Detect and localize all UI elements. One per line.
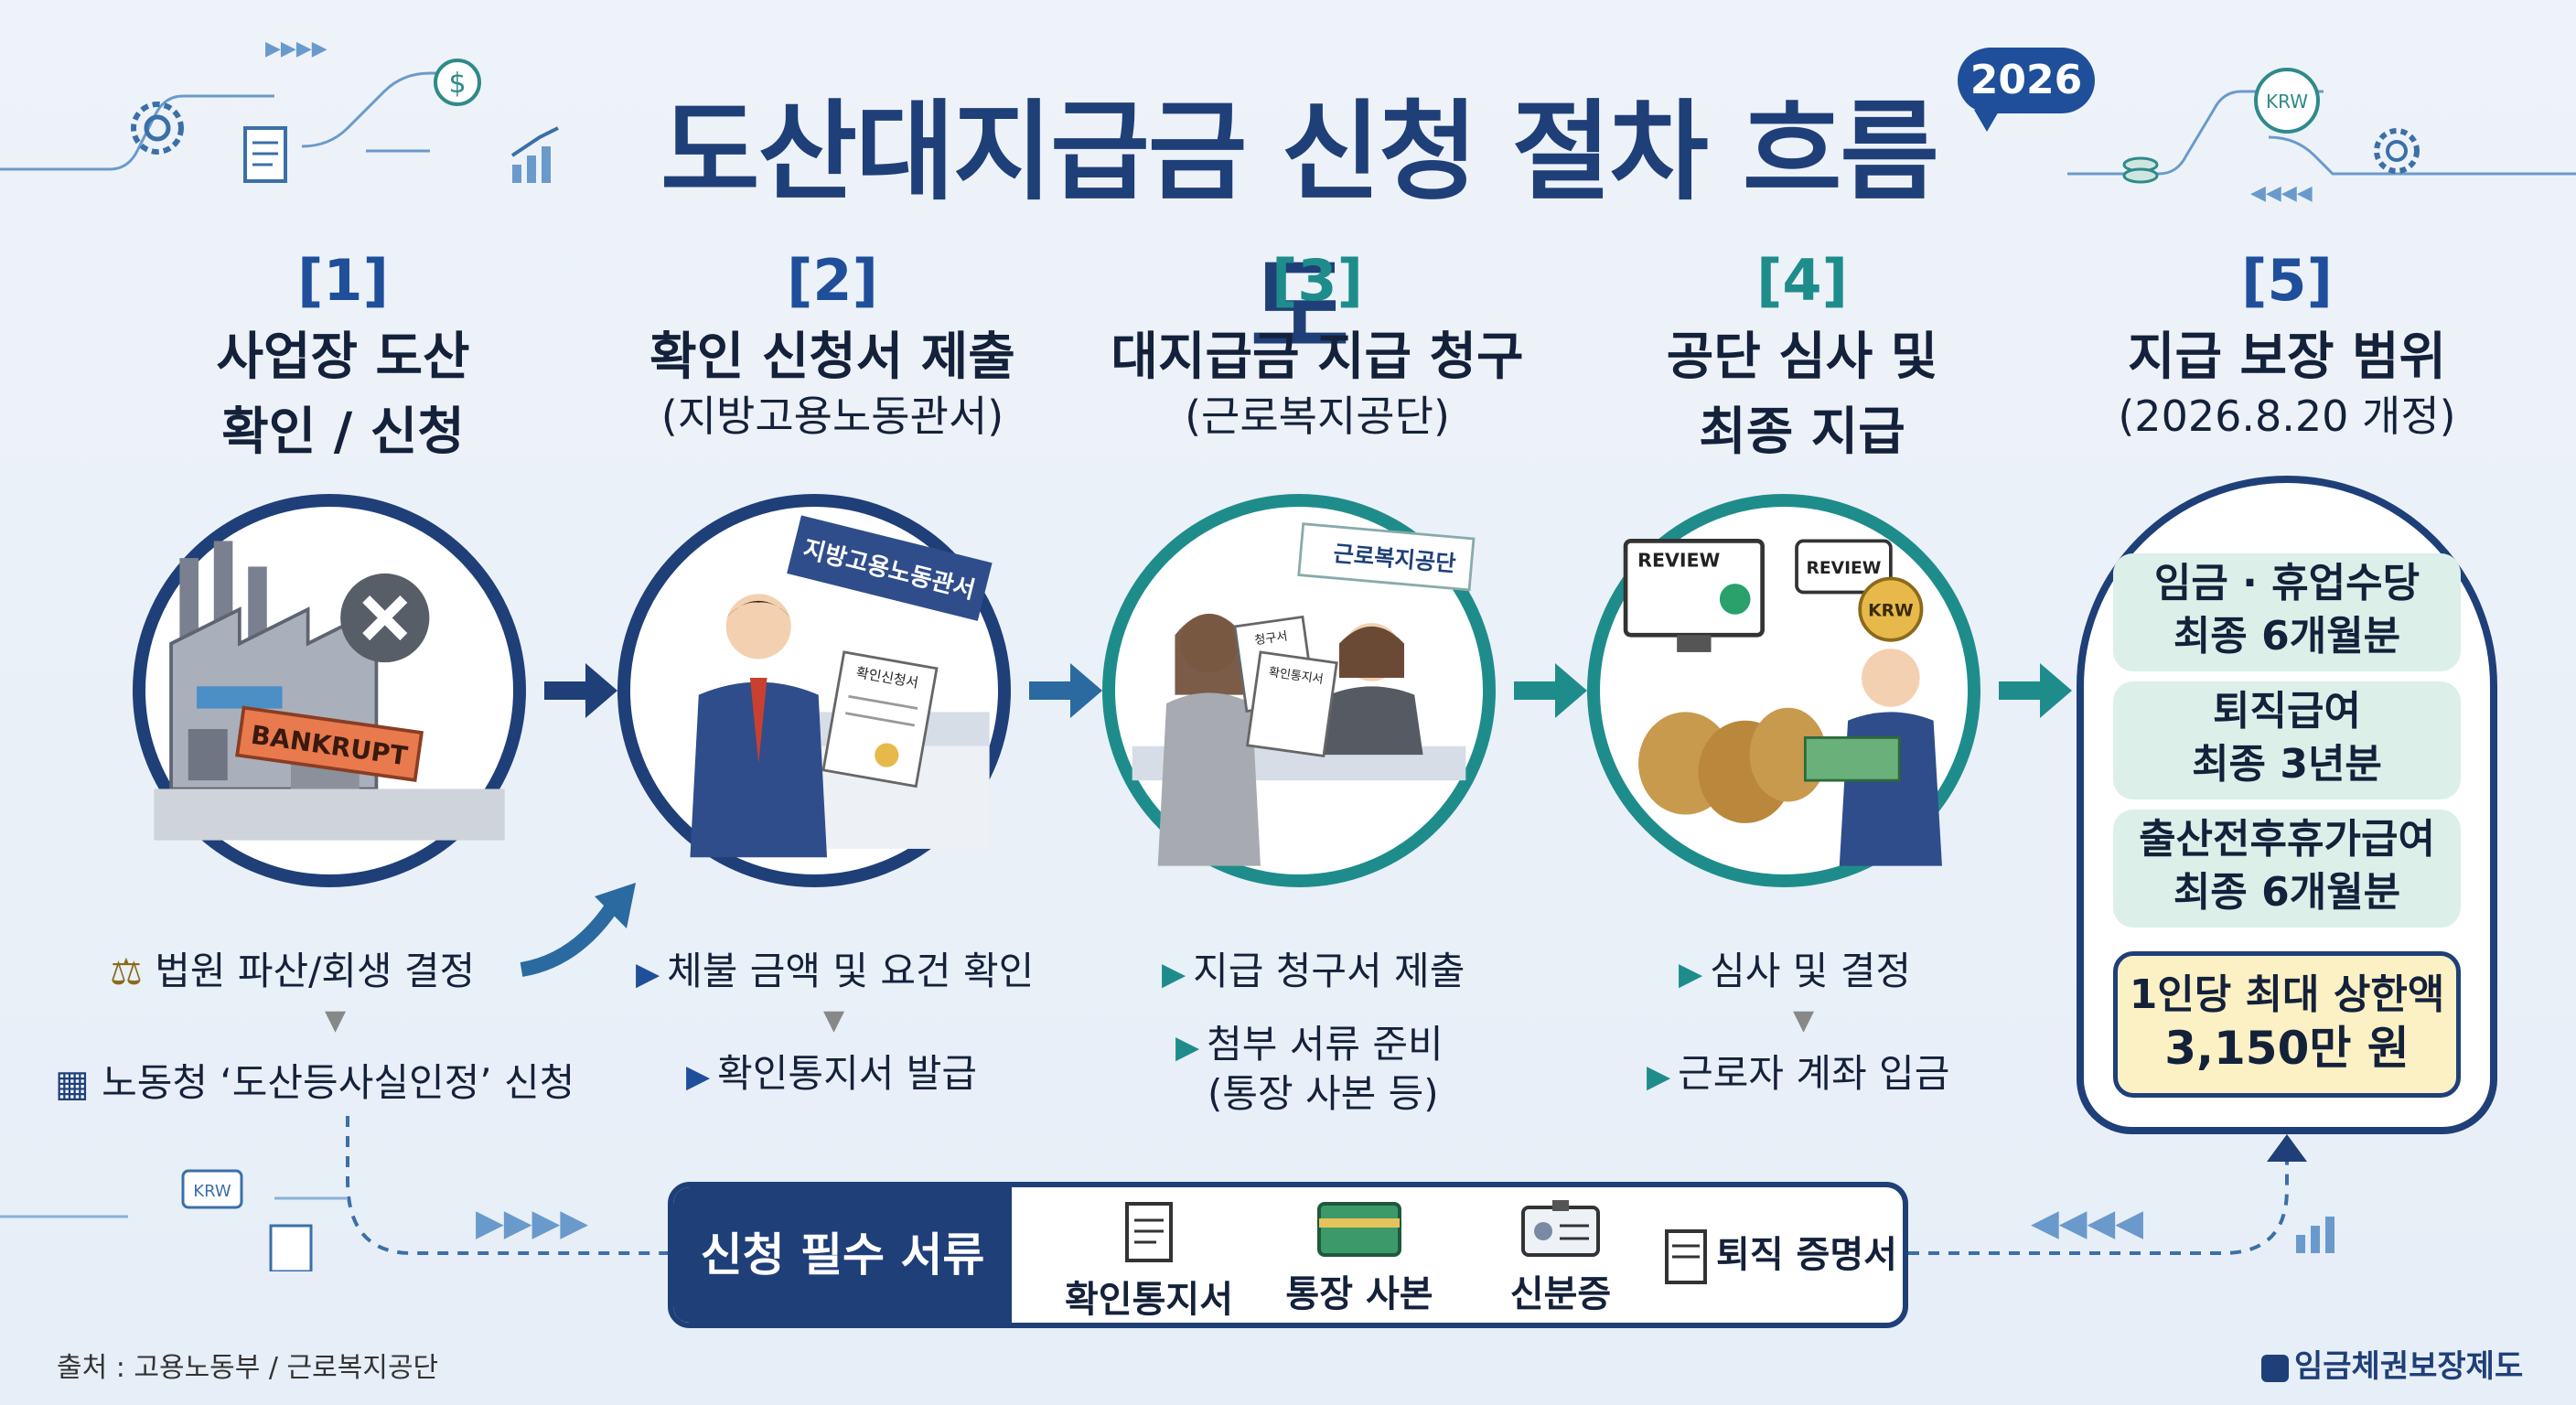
step-2-header: [2] 확인 신청서 제출 (지방고용노동관서) (604, 247, 1061, 444)
step-3-header: [3] 대지급금 지급 청구 (근로복지공단) (1089, 247, 1546, 444)
svg-text:REVIEW: REVIEW (1637, 549, 1720, 571)
close-icon (340, 573, 430, 663)
step-2-item-2: ▶확인통지서 발급 (686, 1051, 977, 1096)
svg-text:KRW: KRW (1868, 602, 1914, 621)
step-2-illustration: 지방고용노동관서 확인신청서 (617, 494, 1011, 887)
bankbook-icon (1317, 1202, 1401, 1257)
svg-text:▶▶▶▶: ▶▶▶▶ (476, 1202, 588, 1244)
step-2-number: [2] (787, 247, 878, 314)
document-icon: 확인신청서 (821, 650, 939, 788)
curved-arrow-icon (520, 883, 636, 977)
step-4-title-line2: 최종 지급 (1699, 402, 1905, 462)
brand-icon (2261, 1354, 2289, 1382)
scales-icon: ⚖ (110, 951, 143, 993)
step-1-item-2: ▦ 노동청 ‘도산등사실인정’ 신청 (55, 1060, 575, 1105)
connector-lines: ▶▶▶▶ ◀◀◀◀ KRW (0, 1116, 2334, 1271)
step-1-header: [1] 사업장 도산 확인 / 신청 (114, 247, 572, 464)
step-4-title: 공단 심사 및 (1666, 327, 1938, 387)
source-credit: 출처 : 고용노동부 / 근로복지공단 (57, 1352, 439, 1384)
step-3-item-3: (통장 사본 등) (1208, 1071, 1439, 1116)
step-3-title: 대지급금 지급 청구 (1111, 327, 1524, 387)
coin-hand-icon (2122, 156, 2159, 184)
step-4-item-1: ▶심사 및 결정 (1679, 949, 1912, 993)
id-card-icon (1521, 1200, 1600, 1257)
svg-text:KRW: KRW (193, 1182, 231, 1201)
svg-text:▶▶▶▶: ▶▶▶▶ (265, 38, 327, 60)
step-2-title: 확인 신청서 제출 (649, 327, 1015, 387)
down-arrow-icon: ▼ (325, 1004, 347, 1036)
page-title: 도산대지급금 신청 절차 흐름도 (660, 89, 1939, 371)
svg-text:$: $ (448, 68, 466, 100)
speech-bubble-icon: REVIEW (1795, 539, 1893, 595)
step-2-subtitle: (지방고용노동관서) (660, 391, 1004, 441)
svg-text:KRW: KRW (2266, 91, 2308, 113)
monitor-icon: REVIEW (1623, 539, 1765, 652)
certificate-icon (1665, 1229, 1708, 1284)
step-5-title: 지급 보장 범위 (2127, 327, 2447, 387)
money-bag-icon (1638, 707, 1827, 823)
svg-text:REVIEW: REVIEW (1806, 559, 1881, 578)
svg-text:청구서: 청구서 (1253, 629, 1288, 649)
doc-id-card: 신분증 (1478, 1187, 1643, 1323)
step-4-number: [4] (1756, 247, 1848, 314)
arrow-right-icon (1029, 663, 1102, 718)
step-1-title-line2: 확인 / 신청 (221, 402, 465, 462)
step-2-item-1: ▶체불 금액 및 요건 확인 (636, 949, 1035, 993)
year-badge: 2026 (1958, 48, 2095, 132)
chart-up-icon (2296, 1217, 2334, 1253)
arrow-right-icon (544, 663, 617, 718)
step-5-header: [5] 지급 보장 범위 (2026.8.20 개정) (2058, 247, 2516, 444)
document-icon (1125, 1202, 1173, 1262)
document-icon (269, 1224, 313, 1271)
step-3-item-1: ▶지급 청구서 제출 (1162, 949, 1465, 993)
step-5-number: [5] (2241, 247, 2333, 314)
gear-icon (131, 102, 184, 155)
doc-confirmation-notice: 확인통지서 (1057, 1187, 1240, 1323)
step-3-subtitle: (근로복지공단) (1185, 391, 1450, 441)
down-arrow-icon: ▼ (823, 1004, 845, 1036)
step-4-header: [4] 공단 심사 및 최종 지급 (1573, 247, 2031, 464)
document-icon (243, 126, 287, 183)
document-icon: 확인통지서 (1246, 650, 1338, 758)
krw-chat-icon: KRW (181, 1169, 243, 1209)
step-4-illustration: REVIEW REVIEW KRW (1587, 494, 1980, 887)
step-1-number: [1] (297, 247, 389, 314)
required-documents-label: 신청 필수 서류 (673, 1187, 1012, 1323)
arrow-right-icon (1514, 663, 1587, 718)
step-3-illustration: 근로복지공단 청구서 확인통지서 (1102, 494, 1496, 887)
top-left-decoration: $ ▶▶▶▶ (0, 38, 559, 183)
svg-text:◀◀◀◀: ◀◀◀◀ (2031, 1202, 2143, 1244)
step-3-item-2: ▶첨부 서류 준비 (1175, 1022, 1444, 1067)
doc-retirement-certificate: 퇴직 증명서 (1652, 1187, 1903, 1323)
required-documents-bar: 신청 필수 서류 확인통지서 통장 사본 신분증 퇴직 증명서 (668, 1182, 1908, 1328)
step-1-title: 사업장 도산 (216, 327, 470, 387)
brand-logo: 임금체권보장제도 (2261, 1341, 2523, 1386)
gear-icon (2374, 128, 2420, 174)
arrow-right-icon (1999, 663, 2072, 718)
doc-bankbook-copy: 통장 사본 (1268, 1187, 1451, 1323)
dollar-coin-icon: $ (434, 59, 481, 106)
krw-coin-icon: KRW (1858, 576, 1924, 642)
step-1-illustration: BANKRUPT (133, 494, 526, 887)
step-1-item-1: ⚖ 법원 파산/회생 결정 (110, 949, 476, 993)
top-right-decoration: KRW ◀◀◀◀ (2067, 68, 2576, 205)
down-arrow-icon: ▼ (1793, 1004, 1815, 1036)
step-5-subtitle: (2026.8.20 개정) (2118, 391, 2456, 441)
step-4-item-2: ▶근로자 계좌 입금 (1647, 1051, 1950, 1096)
krw-coin-icon: KRW (2254, 68, 2320, 134)
svg-text:◀◀◀◀: ◀◀◀◀ (2250, 182, 2313, 205)
chart-up-icon (510, 126, 559, 183)
step-3-number: [3] (1272, 247, 1363, 314)
building-icon: ▦ (55, 1063, 90, 1105)
